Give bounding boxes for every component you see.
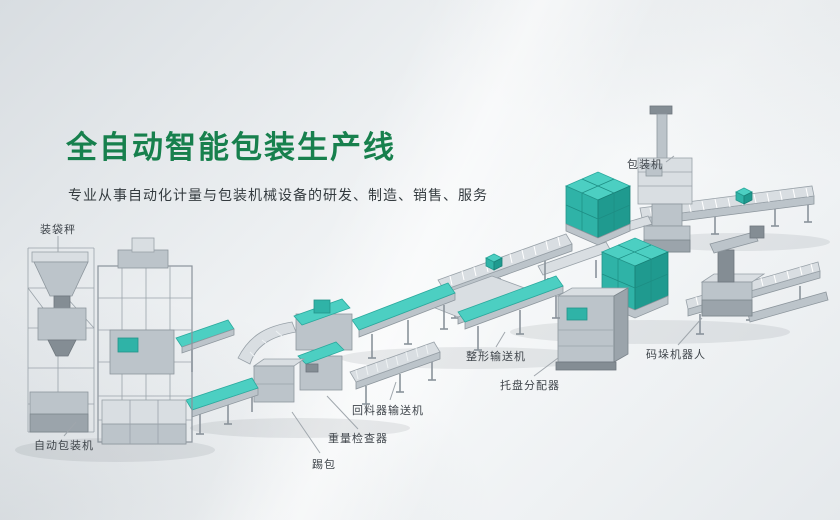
auto-packing-machine-tower	[97, 237, 193, 445]
label-text: 回料器输送机	[352, 405, 424, 417]
pallet-stack-upper	[565, 171, 631, 246]
bridge-conveyor	[175, 319, 235, 372]
pallet-dispenser-machine	[555, 287, 630, 371]
label-palletizing-robot: 码垛机器人	[646, 346, 706, 362]
return-feeder-conveyor-machine	[349, 341, 441, 405]
curve-conveyor	[237, 321, 297, 365]
page-subtitle: 专业从事自动化计量与包装机械设备的研发、制造、销售、服务	[68, 187, 488, 203]
label-pallet-dispenser: 托盘分配器	[500, 377, 560, 393]
label-text: 包装机	[627, 159, 663, 171]
kick-bag-machine	[252, 358, 306, 403]
middle-platform	[293, 298, 353, 351]
label-return-feeder-conveyor: 回料器输送机	[352, 402, 424, 418]
label-text: 托盘分配器	[500, 380, 560, 392]
page-title: 全自动智能包装生产线	[66, 130, 396, 165]
label-bagging-scale: 装袋秤	[40, 221, 76, 237]
label-text: 整形输送机	[466, 351, 526, 363]
label-text: 自动包装机	[34, 440, 94, 452]
palletizing-robot-machine	[700, 225, 766, 317]
label-text: 码垛机器人	[646, 349, 706, 361]
label-kick-bag: 踢包	[312, 456, 336, 472]
label-weight-checker: 重量检查器	[328, 430, 388, 446]
bagging-scale-machine	[27, 247, 95, 433]
label-text: 踢包	[312, 459, 336, 471]
label-text: 重量检查器	[328, 433, 388, 445]
label-packing-machine: 包装机	[627, 156, 663, 172]
label-auto-packing-machine: 自动包装机	[34, 437, 94, 453]
incline-conveyor	[351, 282, 456, 359]
shaping-conveyor-machine	[457, 275, 564, 351]
weight-checker-machine	[297, 341, 345, 391]
label-leader-lines	[57, 155, 703, 454]
label-shaping-conveyor: 整形输送机	[466, 348, 526, 364]
label-text: 装袋秤	[40, 224, 76, 236]
outfeed-conveyor	[185, 377, 259, 435]
packing-machine-tower	[637, 105, 693, 253]
